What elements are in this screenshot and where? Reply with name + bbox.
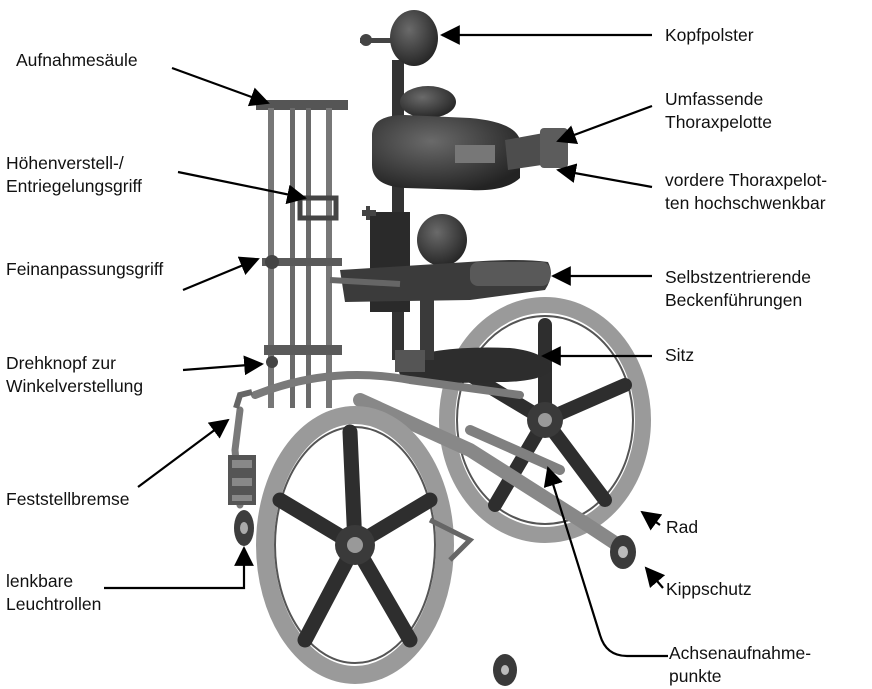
label-drehknopf: Drehknopf zur Winkelverstellung <box>6 352 143 398</box>
label-leuchtrollen: lenkbare Leuchtrollen <box>6 570 101 616</box>
pelvic-guides <box>330 260 551 302</box>
anti-tip-caster <box>610 535 636 569</box>
label-kopfpolster: Kopfpolster <box>665 24 754 47</box>
mounting-column <box>256 100 348 408</box>
label-hoehenverstell: Höhenverstell-/ Entriegelungsgriff <box>6 152 142 198</box>
lower-back-pad <box>417 214 467 266</box>
label-aufnahmesaeule: Aufnahmesäule <box>16 49 138 72</box>
label-thoraxpelotte: Umfassende Thoraxpelotte <box>665 88 772 134</box>
label-kippschutz: Kippschutz <box>666 578 752 601</box>
label-vordere-thorax: vordere Thoraxpelot- ten hochschwenkbar <box>665 169 827 215</box>
arrow-rad <box>642 512 660 525</box>
arrow-feststellbremse <box>138 420 228 487</box>
label-feststellbremse: Feststellbremse <box>6 488 130 511</box>
label-rad: Rad <box>666 516 698 539</box>
head-pad <box>360 10 438 66</box>
label-beckenfuehrungen: Selbstzentrierende Beckenführungen <box>665 266 811 312</box>
label-achsenaufnahme: Achsenaufnahme- punkte <box>669 642 811 688</box>
arrow-kippschutz <box>646 568 663 588</box>
arrow-leuchtrollen <box>104 548 244 588</box>
stander-illustration <box>228 10 643 686</box>
arrow-thoraxpelotte <box>558 106 652 141</box>
arrow-hoehenverstell <box>178 172 305 198</box>
arrow-vordere-thorax <box>558 170 652 187</box>
label-feinanpassung: Feinanpassungsgriff <box>6 258 163 281</box>
back-pad <box>400 86 456 118</box>
front-wheel <box>265 415 470 675</box>
arrow-drehknopf <box>183 364 262 370</box>
arrow-feinanpassung <box>183 259 258 290</box>
arrow-aufnahmesaeule <box>172 68 268 103</box>
label-sitz: Sitz <box>665 344 694 367</box>
thorax-pad <box>372 115 568 190</box>
